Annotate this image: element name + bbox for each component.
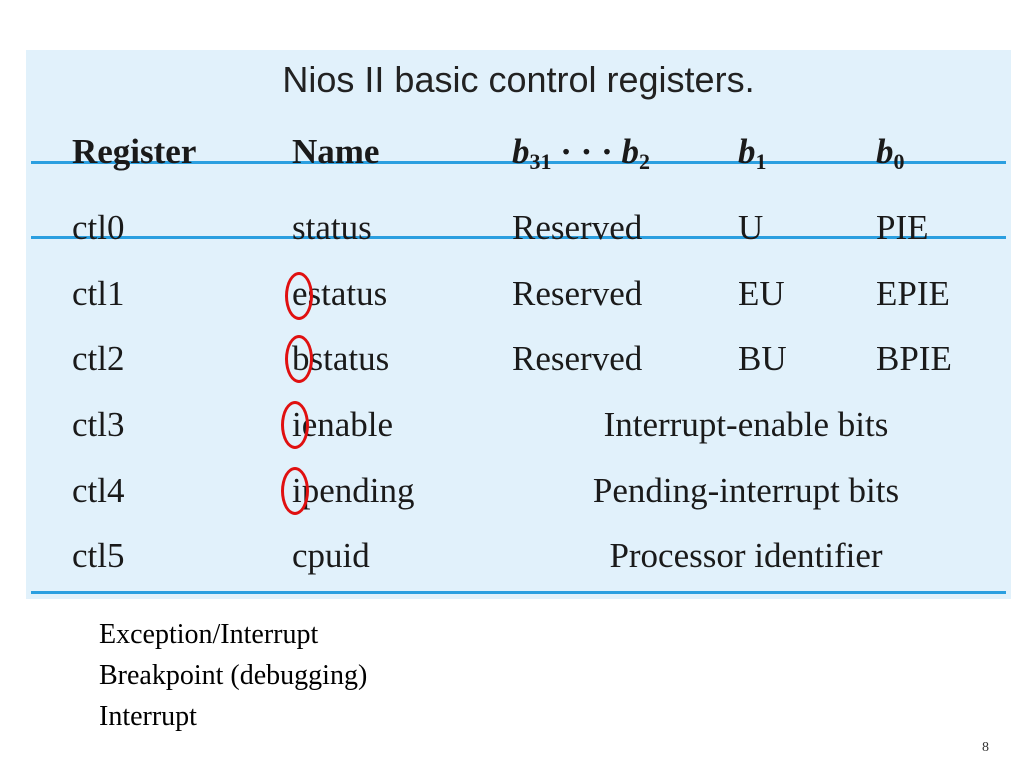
row-ctl3-register: ctl3 xyxy=(72,405,125,444)
header-bit1: b1 xyxy=(738,132,767,182)
row-ctl4-bits-span: Pending-interrupt bits xyxy=(592,471,900,510)
register-table-panel: Nios II basic control registers. Registe… xyxy=(26,50,1011,599)
header-bits-high-base: b xyxy=(512,132,530,171)
highlight-circle-ipending xyxy=(281,467,309,515)
header-bit0-sub: 0 xyxy=(893,149,905,174)
row-ctl4-register: ctl4 xyxy=(72,471,125,510)
header-bit0-base: b xyxy=(876,132,894,171)
header-bits-high-sub2: 2 xyxy=(639,149,651,174)
row-ctl1-bits-high: Reserved xyxy=(512,274,643,313)
row-ctl1-register: ctl1 xyxy=(72,274,125,313)
header-bits-high-sub1: 31 xyxy=(529,149,552,174)
row-ctl5-register: ctl5 xyxy=(72,536,125,575)
header-bits-high: b31 · · · b2 xyxy=(512,132,650,182)
row-ctl1-bit0: EPIE xyxy=(876,274,950,313)
highlight-circle-bstatus xyxy=(285,335,313,383)
row-ctl0-bit1: U xyxy=(738,208,764,247)
row-ctl0-bits-high: Reserved xyxy=(512,208,643,247)
table-caption: Nios II basic control registers. xyxy=(282,59,755,100)
header-name: Name xyxy=(292,132,380,171)
table-header-rule xyxy=(31,236,1006,239)
note-breakpoint: Breakpoint (debugging) xyxy=(99,660,368,691)
header-bit1-base: b xyxy=(738,132,756,171)
header-bit0: b0 xyxy=(876,132,905,182)
row-ctl0-name: status xyxy=(292,208,372,247)
row-ctl5-name: cpuid xyxy=(292,536,370,575)
row-ctl1-bit1: EU xyxy=(738,274,785,313)
row-ctl0-register: ctl0 xyxy=(72,208,125,247)
row-ctl2-bit1: BU xyxy=(738,339,787,378)
row-ctl4-name: ipending xyxy=(292,471,415,510)
row-ctl2-register: ctl2 xyxy=(72,339,125,378)
highlight-circle-ienable xyxy=(281,401,309,449)
header-register: Register xyxy=(72,132,197,171)
table-bottom-rule xyxy=(31,591,1006,594)
row-ctl2-bit0: BPIE xyxy=(876,339,952,378)
highlight-circle-estatus xyxy=(285,272,313,320)
page-number: 8 xyxy=(982,740,989,755)
note-exception-interrupt: Exception/Interrupt xyxy=(99,619,319,650)
table-top-rule xyxy=(31,161,1006,164)
row-ctl2-bits-high: Reserved xyxy=(512,339,643,378)
row-ctl0-bit0: PIE xyxy=(876,208,929,247)
header-bits-high-dots: · · · xyxy=(551,132,622,171)
row-ctl5-bits-span: Processor identifier xyxy=(609,536,883,575)
header-bit1-sub: 1 xyxy=(755,149,767,174)
note-interrupt: Interrupt xyxy=(99,701,197,732)
header-bits-high-base2: b xyxy=(621,132,640,171)
row-ctl3-bits-span: Interrupt-enable bits xyxy=(603,405,889,444)
